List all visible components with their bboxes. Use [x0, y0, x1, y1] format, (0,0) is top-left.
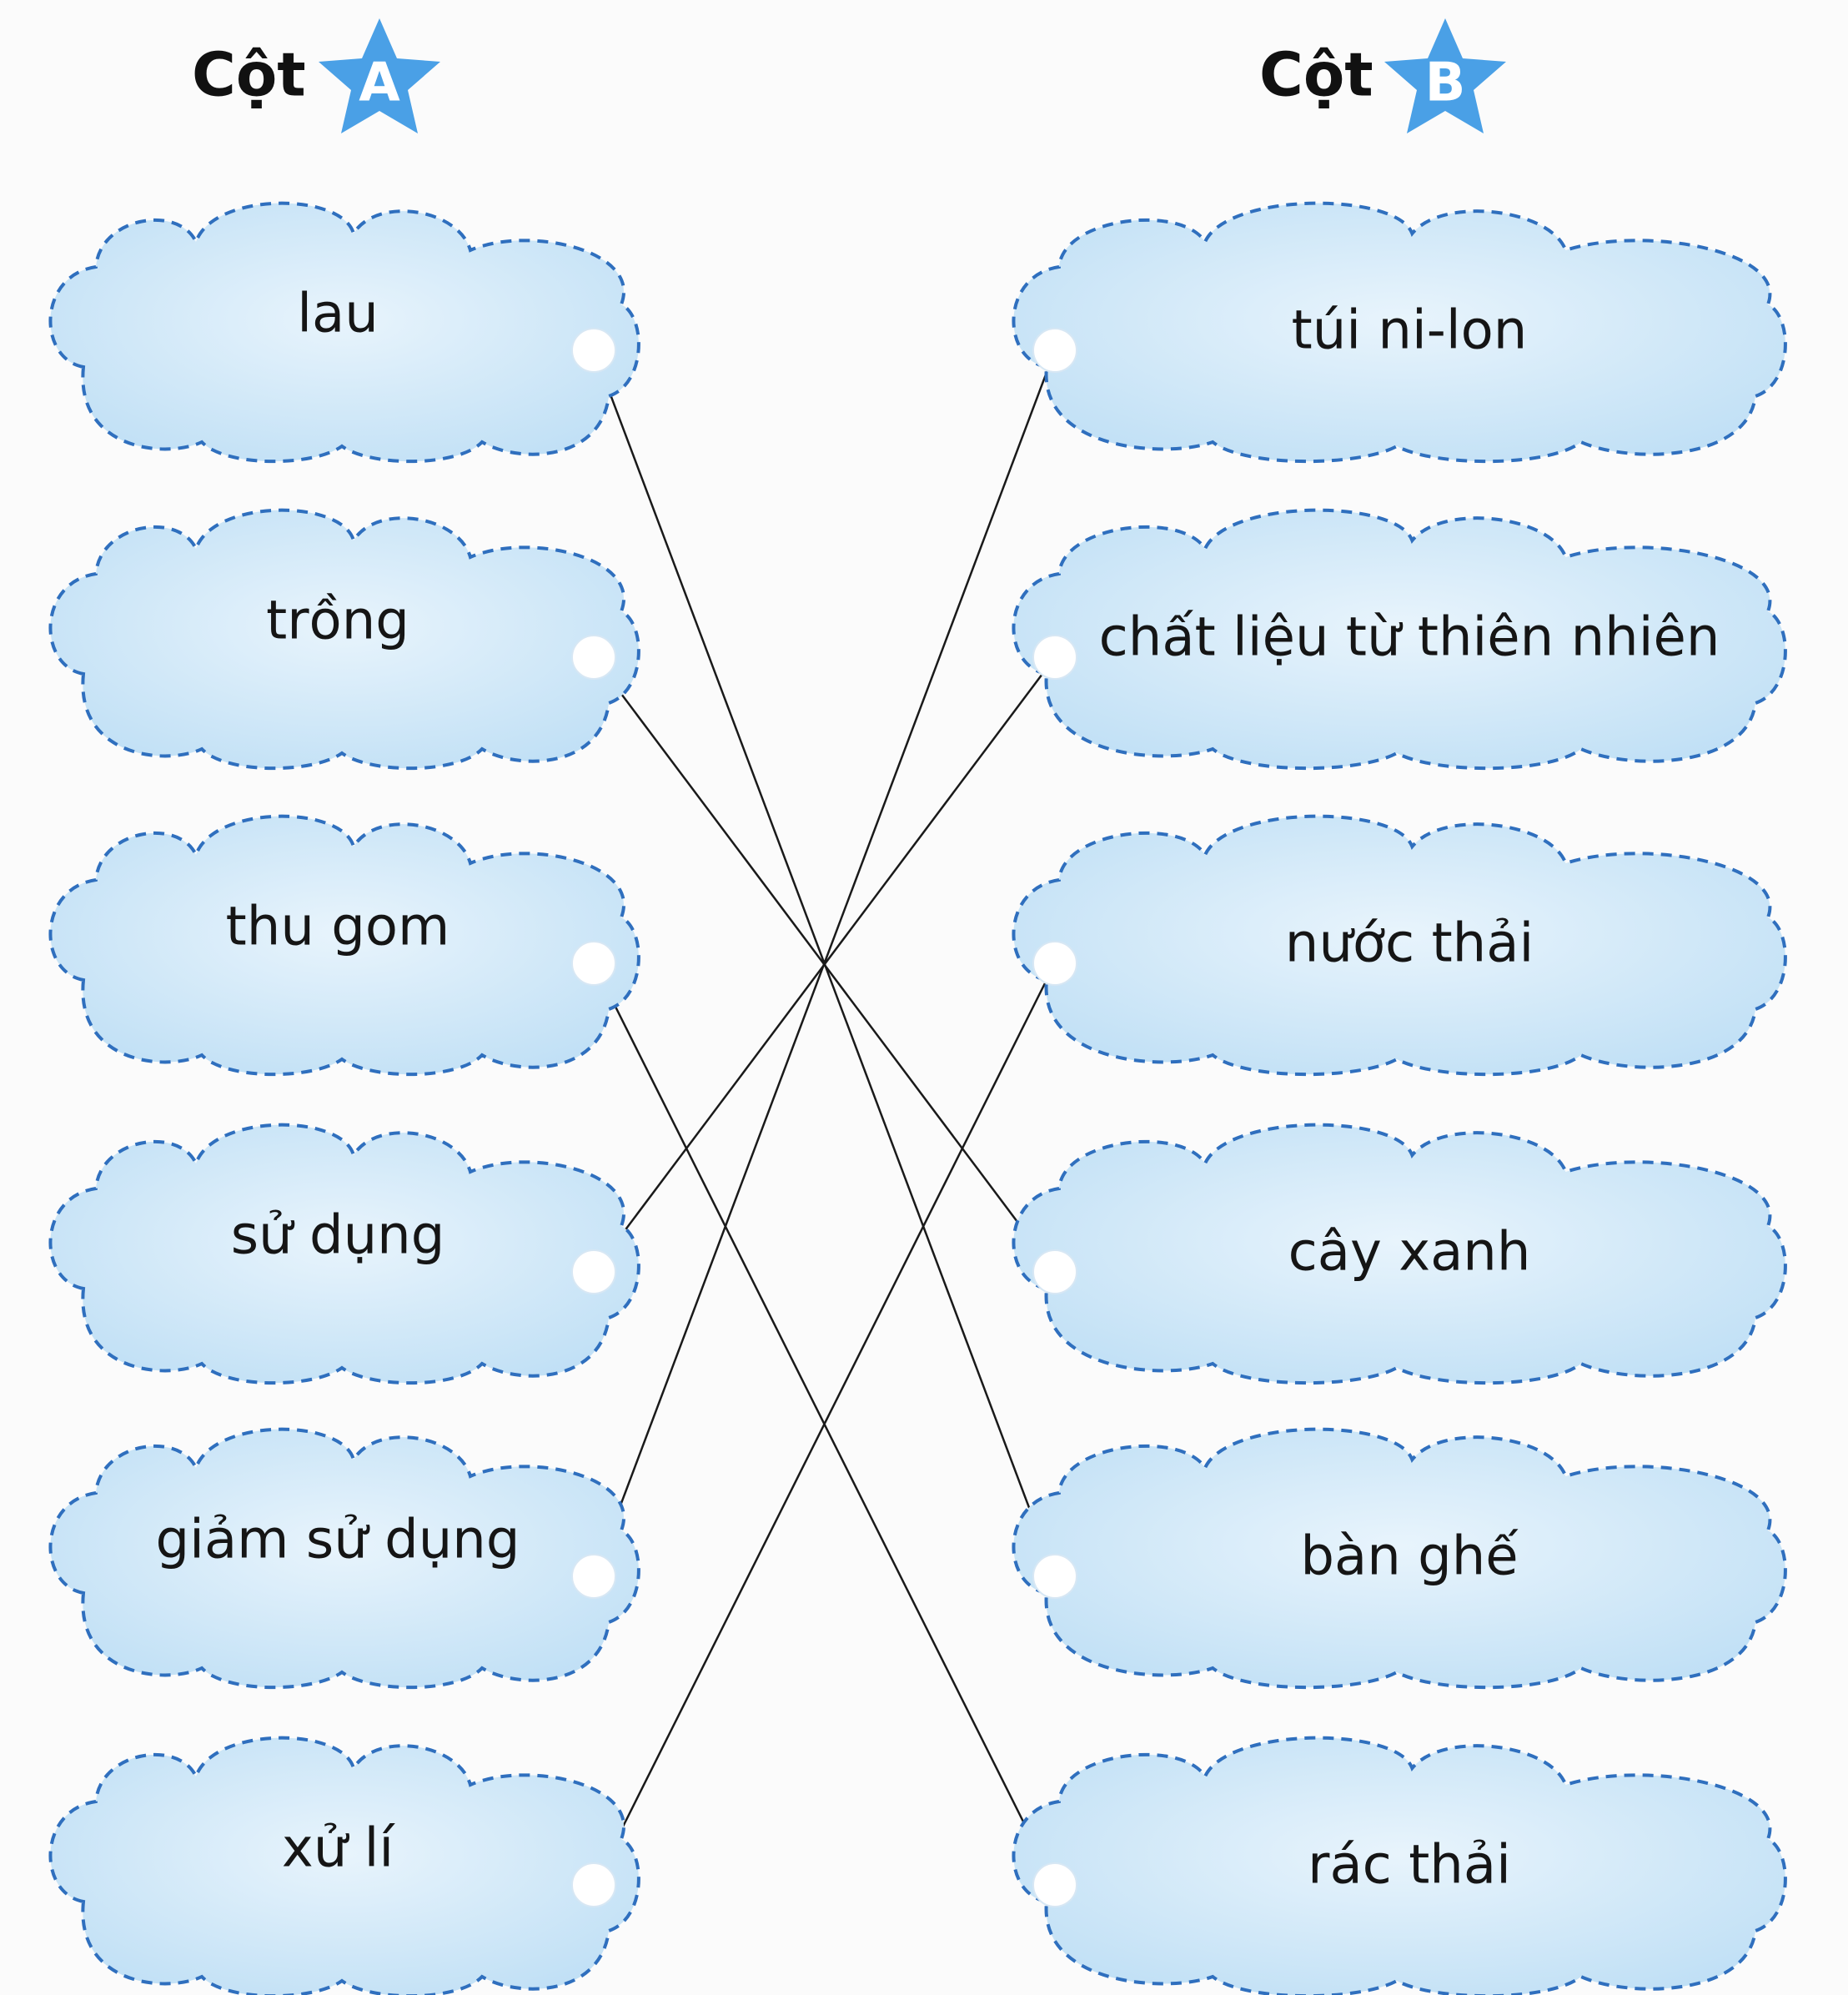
column-b-dot[interactable]: [1032, 1862, 1077, 1907]
cloud-shape: [48, 1427, 640, 1690]
column-b-item[interactable]: chất liệu từ thiên nhiên: [1012, 508, 1787, 771]
column-b-item[interactable]: nước thải: [1012, 814, 1787, 1077]
column-b-dot[interactable]: [1032, 941, 1077, 986]
column-a-item[interactable]: sử dụng: [48, 1123, 640, 1385]
column-b-header: Cột B: [1259, 18, 1506, 133]
item-label: cây xanh: [1288, 1222, 1531, 1284]
item-label: bàn ghế: [1300, 1526, 1519, 1588]
connector-lines: [592, 349, 1057, 1886]
item-label: giảm sử dụng: [156, 1510, 520, 1571]
column-a-items: lau trồng thu gom sử dụng giảm sử dụng xử lí: [48, 201, 640, 1995]
item-label: túi ni-lon: [1292, 300, 1528, 362]
cloud-shape: [1012, 1123, 1787, 1385]
item-label: chất liệu từ thiên nhiên: [1099, 607, 1720, 669]
item-label: thu gom: [226, 897, 450, 958]
column-b-item[interactable]: túi ni-lon: [1012, 201, 1787, 464]
cloud-shape: [48, 201, 640, 464]
connector-line: [592, 349, 1057, 1577]
column-a-dot[interactable]: [571, 1249, 616, 1294]
item-label: rác thải: [1308, 1835, 1511, 1897]
cloud-shape: [1012, 814, 1787, 1077]
column-a-dot[interactable]: [571, 1862, 616, 1907]
column-b-dot[interactable]: [1032, 328, 1077, 373]
column-b-letter: B: [1425, 53, 1466, 114]
column-b-item[interactable]: bàn ghế: [1012, 1427, 1787, 1690]
column-a-item[interactable]: trồng: [48, 508, 640, 771]
item-label: sử dụng: [231, 1205, 445, 1267]
column-b-title: Cột: [1259, 40, 1373, 110]
cloud-shape: [1012, 1427, 1787, 1690]
column-a-dot[interactable]: [571, 635, 616, 680]
column-b-item[interactable]: cây xanh: [1012, 1123, 1787, 1385]
item-label: xử lí: [282, 1818, 396, 1880]
cloud-shape: [48, 1736, 640, 1995]
column-a-dot[interactable]: [571, 941, 616, 986]
column-a-item[interactable]: xử lí: [48, 1736, 640, 1995]
connection-dots: [571, 328, 1077, 1907]
item-label: trồng: [266, 590, 409, 652]
cloud-shape: [1012, 201, 1787, 464]
column-a-dot[interactable]: [571, 1554, 616, 1599]
column-a-letter: A: [359, 53, 400, 114]
item-label: lau: [297, 284, 379, 345]
column-a-dot[interactable]: [571, 328, 616, 373]
cloud-shape: [1012, 1736, 1787, 1995]
cloud-shape: [1012, 508, 1787, 771]
connector-line: [592, 962, 1057, 1886]
cloud-shape: [48, 508, 640, 771]
cloud-shape: [48, 814, 640, 1077]
star-icon: [1384, 18, 1506, 133]
column-b-item[interactable]: rác thải: [1012, 1736, 1787, 1995]
column-b-dot[interactable]: [1032, 635, 1077, 680]
column-a-header: Cột A: [192, 18, 440, 133]
star-icon: [319, 18, 440, 133]
column-a-title: Cột: [192, 40, 306, 110]
column-b-dot[interactable]: [1032, 1249, 1077, 1294]
column-a-item[interactable]: lau: [48, 201, 640, 464]
column-a-item[interactable]: thu gom: [48, 814, 640, 1077]
column-b-dot[interactable]: [1032, 1554, 1077, 1599]
item-label: nước thải: [1285, 913, 1534, 975]
column-a-item[interactable]: giảm sử dụng: [48, 1427, 640, 1690]
column-b-items: túi ni-lon chất liệu từ thiên nhiên nước t…: [1012, 201, 1787, 1995]
cloud-shape: [48, 1123, 640, 1385]
